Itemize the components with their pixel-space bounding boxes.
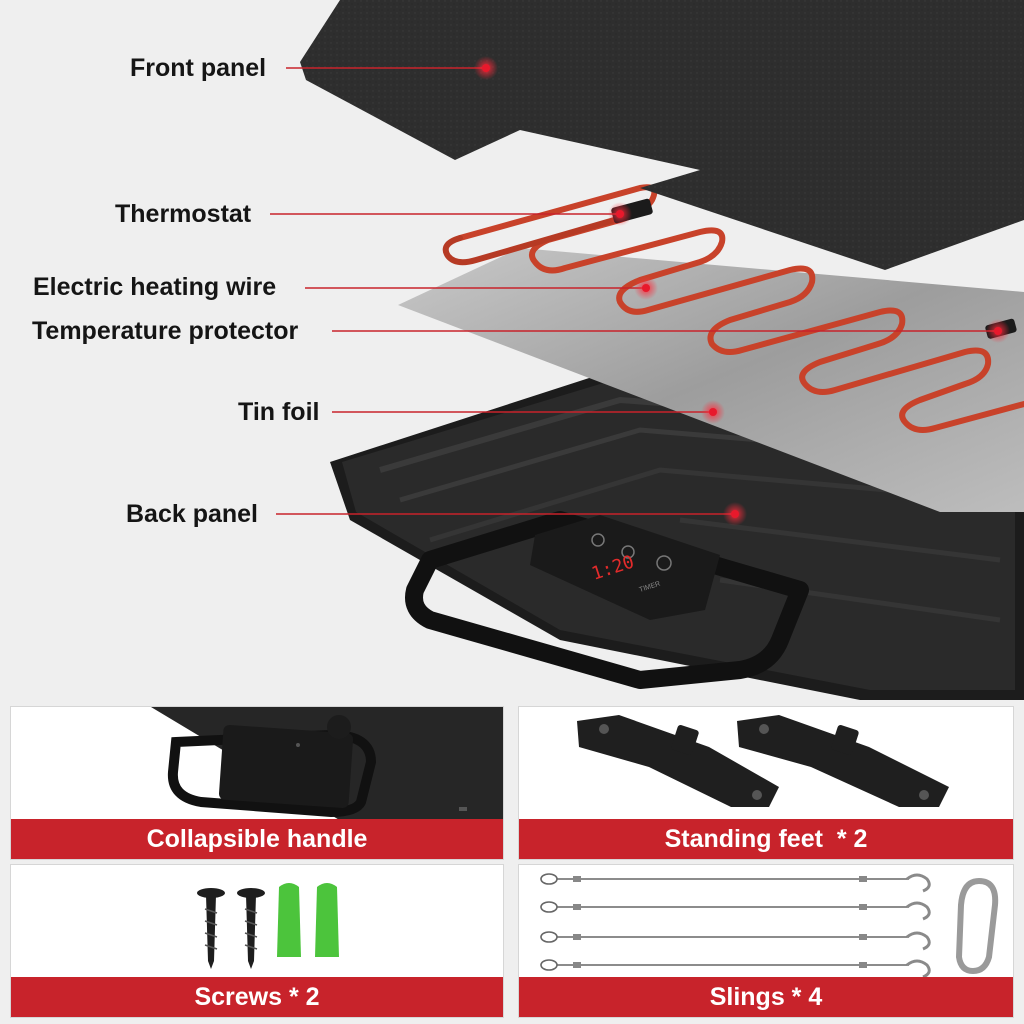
callout-tin-foil: Tin foil xyxy=(238,398,320,426)
accessory-screws: Screws * 2 xyxy=(10,864,504,1018)
slings-image xyxy=(540,873,999,979)
accessory-standing-feet: Standing feet * 2 xyxy=(518,706,1014,860)
heating-wire-shape xyxy=(442,184,1024,433)
handle-image xyxy=(131,707,503,821)
exploded-diagram: 1:20 TIMER xyxy=(270,0,1024,700)
screws-banner: Screws * 2 xyxy=(11,977,503,1017)
screws-image xyxy=(197,883,339,969)
accessory-collapsible-handle: Collapsible handle xyxy=(10,706,504,860)
snap-hook-icon xyxy=(906,873,931,979)
callout-temperature-protector: Temperature protector xyxy=(32,317,299,345)
screw-icon xyxy=(197,888,265,969)
callout-front-panel: Front panel xyxy=(130,54,267,82)
accessory-slings: Slings * 4 xyxy=(518,864,1014,1018)
callout-leaders xyxy=(270,67,998,515)
feet-image xyxy=(577,715,949,807)
callout-dots xyxy=(474,56,1010,526)
callout-thermostat: Thermostat xyxy=(115,200,252,228)
wall-anchor-icon xyxy=(277,883,339,957)
callout-heating-wire: Electric heating wire xyxy=(33,273,277,301)
feet-banner: Standing feet * 2 xyxy=(519,819,1013,859)
front-panel-shape xyxy=(300,0,1024,270)
callout-back-panel: Back panel xyxy=(126,500,259,528)
carabiner-icon xyxy=(955,877,999,975)
handle-banner: Collapsible handle xyxy=(11,819,503,859)
slings-banner: Slings * 4 xyxy=(519,977,1013,1017)
